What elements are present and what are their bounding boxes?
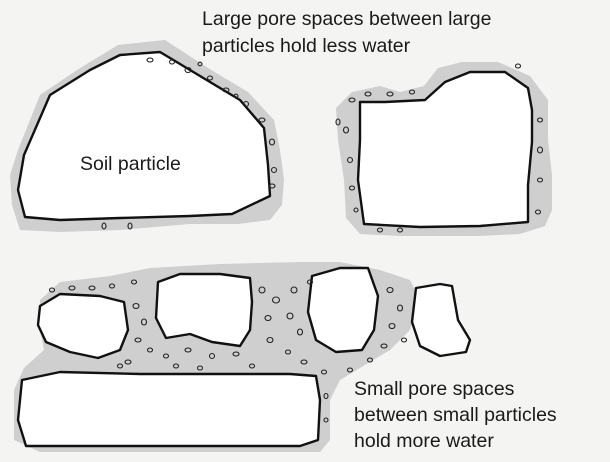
bottom-caption-line-3: hold more water <box>354 428 557 454</box>
elongated-particle <box>18 372 320 446</box>
top-caption-line-2: particles hold less water <box>202 33 491 60</box>
fine-particle <box>402 338 407 342</box>
top-caption-line-1: Large pore spaces between large <box>202 6 491 33</box>
large-particle-left <box>18 52 270 220</box>
bottom-caption-line-1: Small pore spaces <box>354 376 557 402</box>
large-particle-right-group <box>336 62 552 236</box>
bottom-caption: Small pore spaces between small particle… <box>354 376 557 454</box>
fine-particle <box>516 64 521 68</box>
small-particle-4 <box>412 284 470 356</box>
bottom-caption-line-2: between small particles <box>354 402 557 428</box>
small-particle-2 <box>156 274 252 346</box>
small-particle-3 <box>308 268 378 352</box>
large-particle-left-group <box>10 40 284 232</box>
top-caption: Large pore spaces between large particle… <box>202 6 491 60</box>
soil-particle-label: Soil particle <box>80 152 181 176</box>
